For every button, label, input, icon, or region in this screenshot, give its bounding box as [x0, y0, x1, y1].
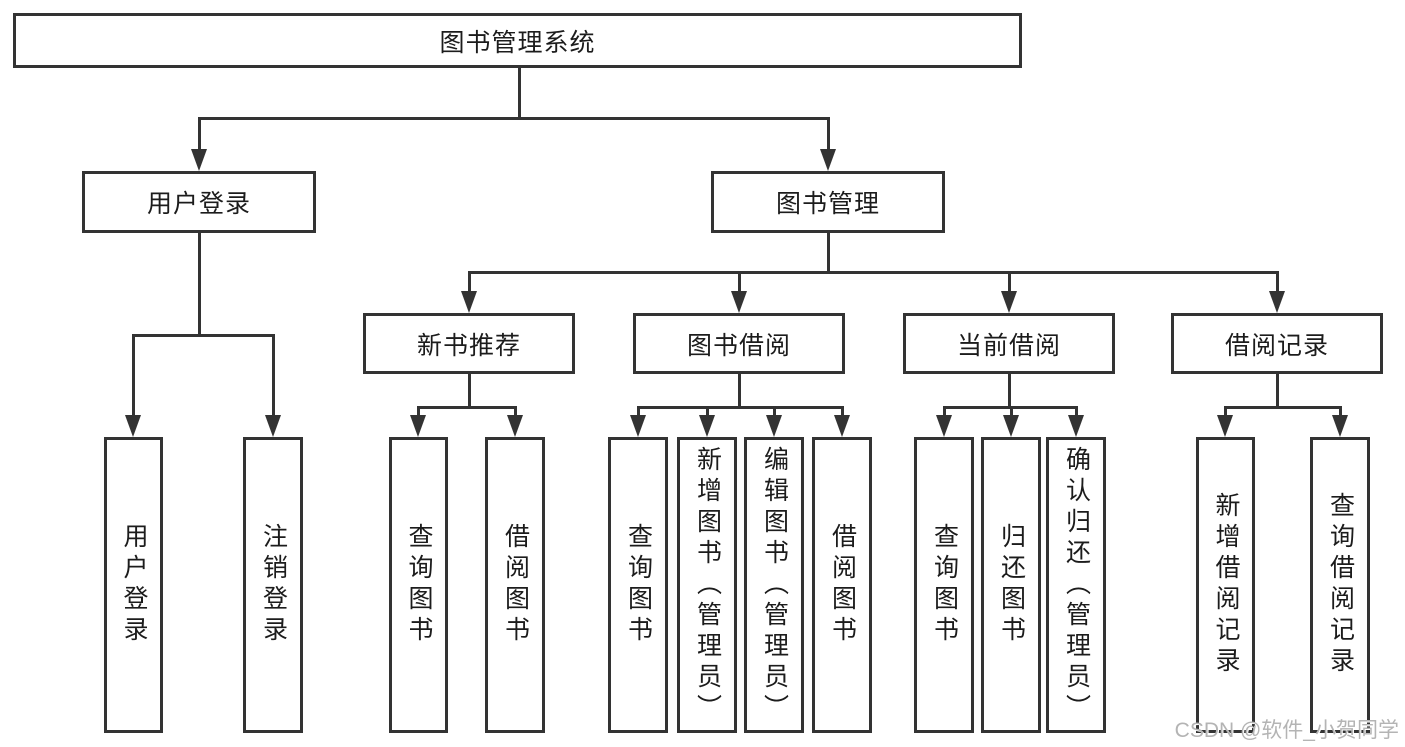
leaf-logout: 注销登录 [243, 437, 303, 733]
node-label: 用户登录 [120, 523, 148, 647]
arrow-down-icon [410, 415, 426, 437]
connector-drop [1007, 270, 1011, 302]
connector-drop [271, 333, 275, 426]
arrow-down-icon [834, 415, 850, 437]
connector-stem [737, 372, 741, 409]
leaf-query-books-borrowing: 查询图书 [608, 437, 668, 733]
arrow-down-icon [731, 291, 747, 313]
arrow-down-icon [1269, 291, 1285, 313]
arrow-down-icon [766, 415, 782, 437]
connector-rail [131, 333, 275, 337]
arrow-down-icon [630, 415, 646, 437]
leaf-borrow-books-recommend: 借阅图书 [485, 437, 545, 733]
connector-rail [416, 405, 517, 409]
node-label: 查询图书 [624, 523, 653, 647]
node-new-book-recommendation: 新书推荐 [363, 313, 575, 374]
connector-drop [197, 116, 201, 160]
connector-stem [197, 233, 201, 337]
arrow-down-icon [1001, 291, 1017, 313]
arrow-down-icon [461, 291, 477, 313]
node-label: 图书管理 [775, 190, 880, 218]
connector-stem [1275, 372, 1279, 409]
node-label: 借阅图书 [501, 523, 530, 647]
connector-stem [826, 233, 830, 274]
arrow-down-icon [936, 415, 952, 437]
connector-stem [517, 68, 521, 120]
leaf-add-books-admin: 新增图书（管理员） [677, 437, 737, 733]
node-label: 用户登录 [146, 190, 251, 218]
node-label: 编辑图书（管理员） [760, 445, 789, 725]
node-label: 图书管理系统 [439, 28, 596, 57]
connector-drop [826, 116, 830, 160]
node-book-borrowing: 图书借阅 [633, 313, 845, 374]
node-label: 新增借阅记录 [1212, 492, 1240, 678]
arrow-down-icon [820, 149, 836, 171]
arrow-down-icon [1332, 415, 1348, 437]
leaf-query-books-recommend: 查询图书 [389, 437, 448, 733]
connector-drop [131, 333, 135, 426]
leaf-confirm-return-admin: 确认归还（管理员） [1046, 437, 1106, 733]
node-label: 新书推荐 [416, 331, 521, 360]
node-label: 归还图书 [997, 523, 1026, 647]
node-root-system: 图书管理系统 [13, 13, 1022, 68]
node-book-management: 图书管理 [711, 171, 945, 233]
connector-stem [467, 372, 471, 409]
arrow-down-icon [1217, 415, 1233, 437]
arrow-down-icon [699, 415, 715, 437]
connector-drop [1275, 270, 1279, 302]
node-label: 借阅记录 [1224, 331, 1329, 360]
node-label: 图书借阅 [686, 331, 791, 360]
node-label: 借阅图书 [828, 523, 857, 647]
leaf-query-borrow-record: 查询借阅记录 [1310, 437, 1370, 733]
node-label: 查询借阅记录 [1326, 492, 1355, 678]
arrow-down-icon [507, 415, 523, 437]
connector-rail [636, 405, 844, 409]
connector-drop [737, 270, 741, 302]
arrow-down-icon [1068, 415, 1084, 437]
arrow-down-icon [265, 415, 281, 437]
node-label: 新增图书（管理员） [693, 445, 722, 725]
node-label: 注销登录 [259, 523, 288, 647]
leaf-edit-books-admin: 编辑图书（管理员） [744, 437, 804, 733]
leaf-return-books: 归还图书 [981, 437, 1041, 733]
watermark: CSDN @软件_小贺同学 [1174, 719, 1399, 742]
node-current-borrowing: 当前借阅 [903, 313, 1115, 374]
arrow-down-icon [191, 149, 207, 171]
connector-rail [197, 116, 830, 120]
node-user-login: 用户登录 [82, 171, 316, 233]
arrow-down-icon [1003, 415, 1019, 437]
node-label: 确认归还（管理员） [1062, 445, 1091, 725]
connector-drop [467, 270, 471, 302]
node-label: 查询图书 [405, 523, 433, 647]
leaf-user-login: 用户登录 [104, 437, 163, 733]
node-label: 当前借阅 [956, 331, 1061, 360]
connector-stem [1007, 372, 1011, 409]
leaf-add-borrow-record: 新增借阅记录 [1196, 437, 1255, 733]
arrow-down-icon [125, 415, 141, 437]
connector-rail [467, 270, 1279, 274]
node-label: 查询图书 [930, 523, 959, 647]
node-borrowing-records: 借阅记录 [1171, 313, 1383, 374]
leaf-query-books-current: 查询图书 [914, 437, 974, 733]
leaf-borrow-books-borrowing: 借阅图书 [812, 437, 872, 733]
connector-rail [1223, 405, 1342, 409]
